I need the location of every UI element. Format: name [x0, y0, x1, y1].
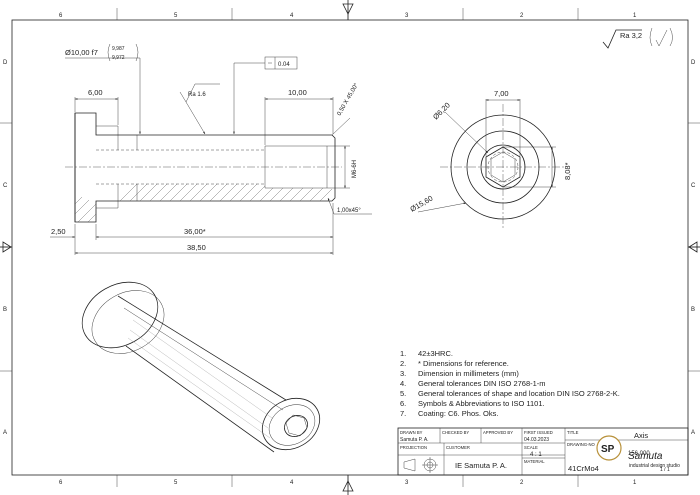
grid-top-6: 6 [59, 13, 63, 19]
drawn-by-label: DRAWN BY [400, 430, 423, 435]
drawn-by: Samuta P. A. [400, 437, 429, 443]
svg-text:6.: 6. [400, 399, 406, 408]
roughness-general: Ra 3,2 [602, 27, 673, 49]
dim-end-dia-large: Ø15,60 [409, 194, 435, 214]
projection-label: PROJECTION [400, 445, 427, 450]
customer: IE Samuta P. A. [455, 461, 507, 470]
grid-left-D: D [3, 60, 8, 66]
grid-top-2: 2 [520, 13, 524, 19]
title: Axis [634, 431, 648, 440]
notes-block: 1. 42±3HRC. 2. * Dimensions for referenc… [400, 349, 620, 418]
grid-right-D: D [691, 60, 696, 66]
projection-symbol-icon [403, 457, 438, 473]
svg-text:7.: 7. [400, 409, 406, 418]
zone-ticks [0, 8, 700, 487]
dim-shaft-diameter: Ø10,00 f7 [65, 48, 98, 57]
svg-text:1.: 1. [400, 349, 406, 358]
grid-left-C: C [3, 183, 8, 189]
dim-length-total: 38,50 [187, 243, 206, 252]
customer-label: CUSTOMER [446, 445, 470, 450]
roughness-general-text: Ra 3,2 [620, 31, 642, 40]
note-4: General tolerances DIN ISO 2768-1-m [418, 379, 546, 388]
dim-bore-depth: 10,00 [288, 88, 307, 97]
material-label: MATERIAL [524, 459, 545, 464]
logo-monogram: SP [601, 444, 615, 455]
sheet-number: 1 / 1 [660, 467, 670, 473]
end-view: 7,00 8,08* Ø6,20 Ø15,60 [409, 89, 572, 230]
grid-bottom-2: 2 [520, 480, 524, 486]
grid-right-A: A [691, 430, 695, 436]
note-6: Symbols & Abbreviations to ISO 1101. [418, 399, 545, 408]
svg-text:5.: 5. [400, 389, 406, 398]
grid-top-4: 4 [290, 13, 294, 19]
grid-right-C: C [691, 183, 696, 189]
roughness-local: Ra 1.6 [188, 92, 206, 98]
grid-bottom-3: 3 [405, 480, 409, 486]
dim-end-height: 8,08* [563, 162, 572, 180]
studio-logo: SP Samuta industrial design studio [596, 435, 680, 469]
svg-text:3.: 3. [400, 369, 406, 378]
dim-chamfer-2: 1,00x45° [337, 208, 361, 214]
drawing-no: 156.000 [628, 451, 650, 457]
note-3: Dimension in millimeters (mm) [418, 369, 519, 378]
material: 41CrMo4 [568, 464, 599, 473]
title-block: DRAWN BY Samuta P. A. CHECKED BY APPROVE… [397, 427, 689, 476]
first-issued: 04.03.2023 [524, 437, 549, 443]
dim-end-width: 7,00 [494, 89, 509, 98]
logo-script: Samuta [628, 451, 663, 462]
note-1: 42±3HRC. [418, 349, 453, 358]
title-label: TITLE [567, 430, 579, 435]
svg-text:2.: 2. [400, 359, 406, 368]
sheet-frame [11, 19, 689, 476]
dim-shaft-tol-upper: 9,987 [112, 46, 125, 52]
logo-subtitle: industrial design studio [629, 463, 680, 469]
grid-left-B: B [3, 307, 7, 313]
grid-bottom-6: 6 [59, 480, 63, 486]
scale-label: SCALE [524, 445, 538, 450]
dim-thread: M6-6H [352, 160, 358, 178]
grid-top-1: 1 [633, 13, 637, 19]
grid-bottom-5: 5 [174, 480, 178, 486]
dim-end-dia-small: Ø6,20 [431, 101, 452, 122]
note-2: * Dimensions for reference. [418, 359, 509, 368]
svg-text:4.: 4. [400, 379, 406, 388]
grid-bottom-4: 4 [290, 480, 294, 486]
note-5: General tolerances of shape and location… [418, 389, 620, 398]
grid-bottom-1: 1 [633, 480, 637, 486]
dim-length-ref: 36,00* [184, 227, 206, 236]
grid-left-A: A [3, 430, 7, 436]
checked-by-label: CHECKED BY [442, 430, 469, 435]
dim-chamfer: 0,50 X 45,00° [337, 82, 361, 117]
first-issued-label: FIRST ISSUED [524, 430, 553, 435]
scale: 4 : 1 [530, 452, 542, 458]
grid-right-B: B [691, 307, 695, 313]
approved-by-label: APPROVED BY [483, 430, 513, 435]
dim-flange: 2,50 [51, 227, 66, 236]
side-section-view: 6,00 10,00 Ø10,00 f7 9,987 9,972 0.04 Ra… [50, 43, 372, 255]
flatness-value: 0.04 [278, 62, 290, 68]
dim-head-length: 6,00 [88, 88, 103, 97]
isometric-view [81, 281, 321, 453]
drawing-no-label: DRAWING-NO [567, 442, 596, 447]
note-7: Coating: C6. Phos. Oks. [418, 409, 498, 418]
grid-top-3: 3 [405, 13, 409, 19]
grid-top-5: 5 [174, 13, 178, 19]
